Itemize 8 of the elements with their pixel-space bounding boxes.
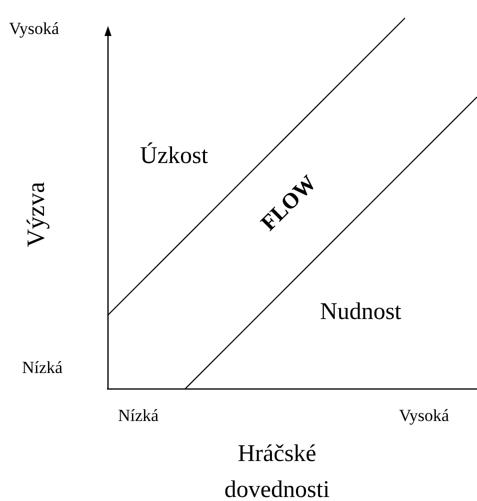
tick-label: Nízká (22, 359, 63, 376)
tick-label: Nízká (118, 407, 159, 424)
axis-label: Výzva (24, 182, 50, 248)
tick-label: Vysoká (9, 20, 60, 37)
axis-label: Hráčské dovednosti (223, 440, 331, 501)
region-label: Nudnost (320, 300, 402, 324)
region-label: Úzkost (140, 144, 208, 168)
tick-label: Vysoká (399, 407, 450, 424)
